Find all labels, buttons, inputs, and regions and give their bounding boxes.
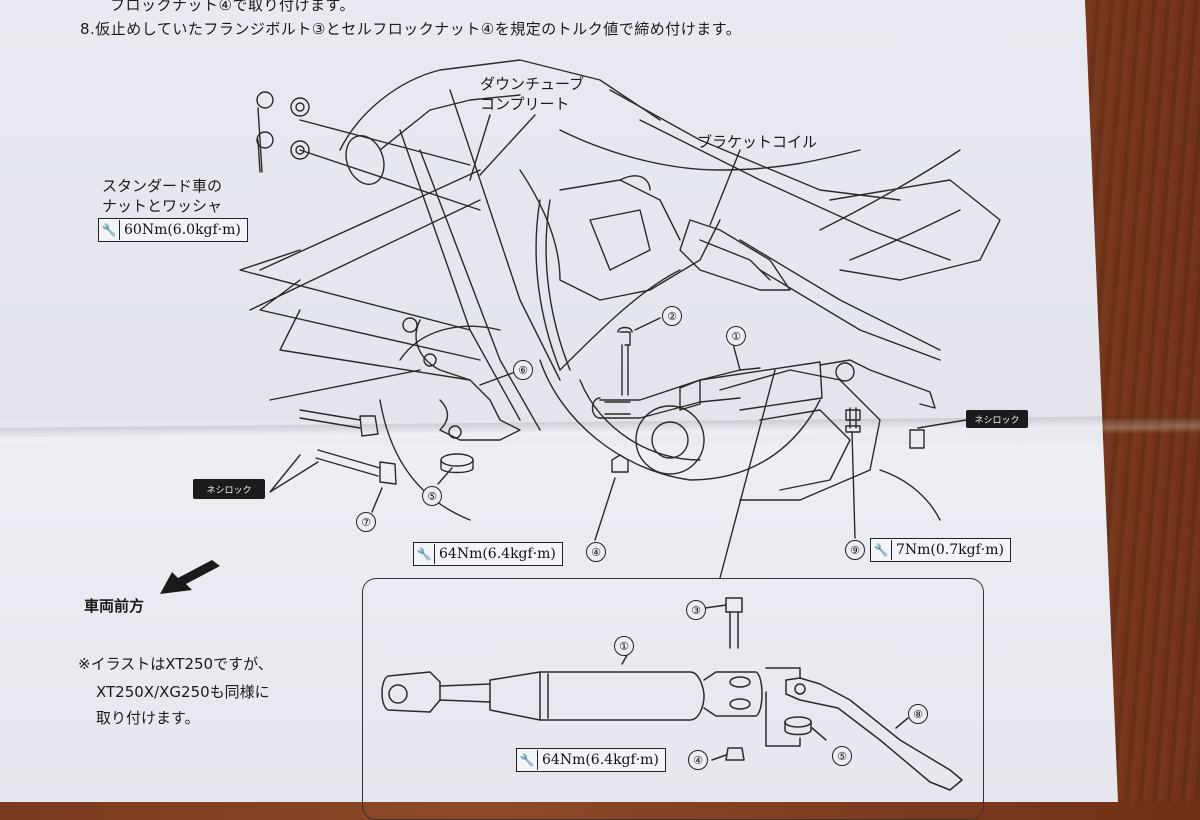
note-line2: XT250X/XG250も同様に	[96, 683, 270, 701]
label-downtube-line2: コンプリート	[480, 95, 570, 113]
loctite-tag-left: ネシロック	[193, 479, 265, 499]
torque-64nm-main-value: 64Nm(6.4kgf·m)	[439, 546, 556, 562]
wrench-icon: 🔧	[99, 220, 120, 240]
part-number-9: ⑨	[845, 540, 865, 560]
wrench-icon: 🔧	[871, 540, 892, 560]
label-standard-line1: スタンダード車の	[102, 177, 223, 195]
inset-part-number-4: ④	[688, 750, 708, 770]
wrench-icon: 🔧	[517, 750, 538, 770]
torque-60nm-value: 60Nm(6.0kgf·m)	[124, 222, 241, 238]
part-number-5: ⑤	[422, 486, 442, 506]
torque-64nm-inset: 🔧 64Nm(6.4kgf·m)	[516, 748, 666, 772]
part-number-6: ⑥	[513, 360, 533, 380]
part-number-1: ①	[726, 326, 746, 346]
inset-part-number-3: ③	[686, 600, 706, 620]
torque-7nm: 🔧 7Nm(0.7kgf·m)	[870, 538, 1011, 562]
note-line1: ※イラストはXT250ですが、	[78, 655, 273, 673]
note-line3: 取り付けます。	[96, 709, 200, 727]
instruction-sheet	[0, 0, 1118, 802]
inset-part-number-8: ⑧	[908, 704, 928, 724]
label-standard-line2: ナットとワッシャ	[102, 197, 223, 215]
label-front-direction: 車両前方	[84, 597, 145, 615]
instruction-line-top: フロックナット④で取り付けます。	[110, 0, 355, 14]
torque-60nm: 🔧 60Nm(6.0kgf·m)	[98, 218, 248, 242]
torque-64nm-main: 🔧 64Nm(6.4kgf·m)	[413, 542, 563, 566]
label-bracket-coil: ブラケットコイル	[697, 133, 818, 151]
detail-inset-box	[362, 578, 984, 820]
part-number-2: ②	[662, 306, 682, 326]
label-downtube-line1: ダウンチューブ	[480, 75, 585, 93]
wrench-icon: 🔧	[414, 544, 435, 564]
inset-part-number-5: ⑤	[832, 746, 852, 766]
assembly-illustration	[160, 59, 1001, 791]
inset-part-number-1: ①	[614, 636, 634, 656]
loctite-tag-right: ネシロック	[966, 410, 1028, 428]
torque-64nm-inset-value: 64Nm(6.4kgf·m)	[542, 752, 659, 768]
instruction-step-8: 8.仮止めしていたフランジボルト③とセルフロックナット④を規定のトルク値で締め付…	[80, 20, 742, 38]
part-number-4: ④	[586, 542, 606, 562]
torque-7nm-value: 7Nm(0.7kgf·m)	[896, 542, 1004, 558]
front-arrow-shape	[160, 560, 220, 594]
part-number-7: ⑦	[356, 512, 376, 532]
